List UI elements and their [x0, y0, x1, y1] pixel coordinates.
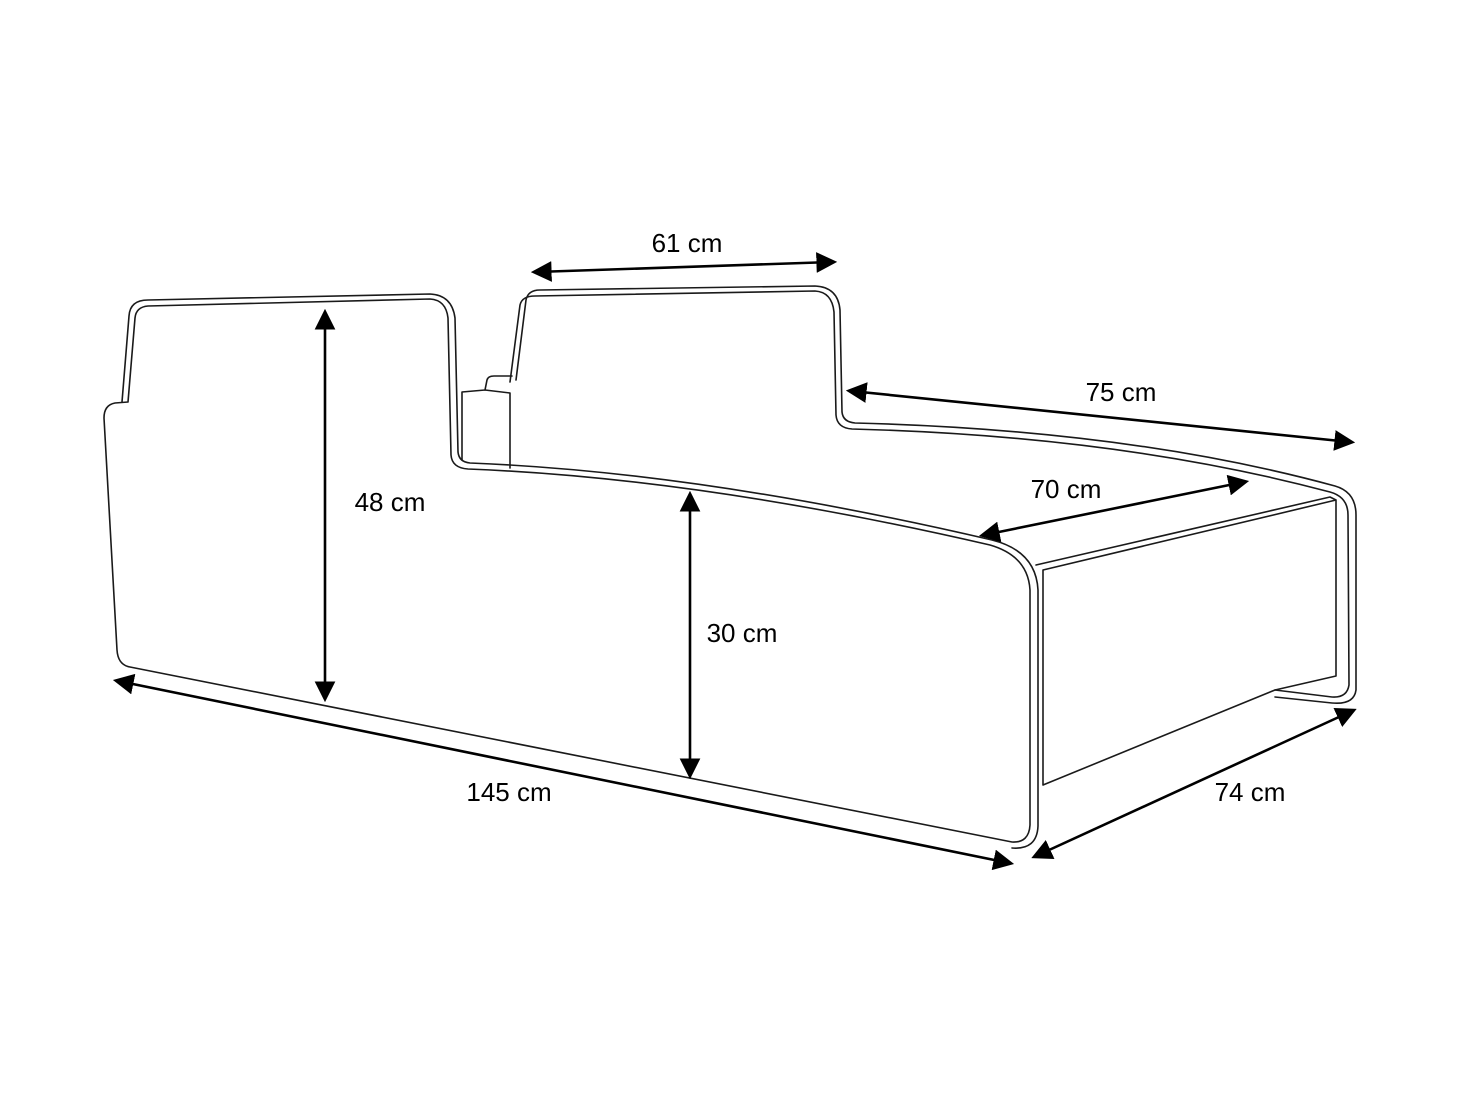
- label-side-height: 30 cm: [707, 618, 778, 648]
- arrow-side-length-top: [845, 382, 1356, 451]
- label-headboard-width: 61 cm: [652, 228, 723, 258]
- bed-back-panel: [461, 285, 1357, 705]
- mattress-box: [1035, 496, 1337, 786]
- label-headboard-height: 48 cm: [355, 487, 426, 517]
- arrow-total-length: [112, 673, 1015, 871]
- label-total-width: 74 cm: [1215, 777, 1286, 807]
- label-side-length-top: 75 cm: [1086, 377, 1157, 407]
- label-mattress-width: 70 cm: [1031, 474, 1102, 504]
- label-total-length: 145 cm: [466, 777, 551, 807]
- arrow-total-width: [1031, 708, 1357, 859]
- arrow-mattress-width: [978, 474, 1250, 543]
- bed-front-panel: [103, 293, 1039, 849]
- arrow-headboard-width: [530, 252, 838, 282]
